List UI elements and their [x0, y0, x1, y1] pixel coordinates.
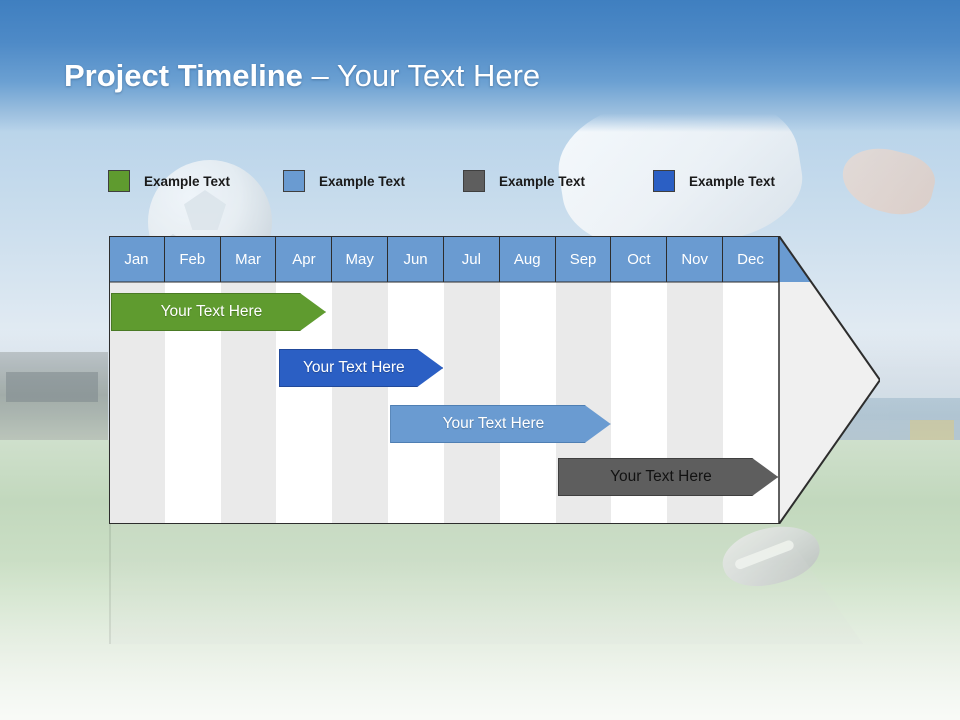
legend-green-swatch-icon — [108, 170, 130, 192]
month-header-sep[interactable]: Sep — [555, 236, 612, 282]
legend-dark-blue-swatch-icon — [653, 170, 675, 192]
title-light: Your Text Here — [336, 58, 541, 93]
timeline-bar-label: Your Text Here — [442, 415, 545, 432]
timeline-bar[interactable]: Your Text Here — [558, 458, 779, 496]
timeline-bar[interactable]: Your Text Here — [279, 349, 444, 387]
legend-item-label: Example Text — [689, 173, 776, 189]
timeline-bar-label: Your Text Here — [160, 303, 263, 320]
month-header-nov[interactable]: Nov — [667, 236, 724, 282]
legend-light-blue-swatch-icon — [283, 170, 305, 192]
month-header-arrow-wedge — [779, 236, 811, 282]
page-title: Project Timeline – Your Text Here — [64, 57, 540, 95]
month-header-dec[interactable]: Dec — [723, 236, 779, 282]
month-header-jun[interactable]: Jun — [388, 236, 444, 282]
timeline-bar-label: Your Text Here — [610, 468, 712, 485]
timeline-bar[interactable]: Your Text Here — [111, 293, 326, 331]
background-grass-fade — [0, 560, 960, 720]
legend-item: Example Text — [108, 168, 230, 194]
month-header-oct[interactable]: Oct — [611, 236, 668, 282]
title-band — [0, 0, 960, 132]
legend-item: Example Text — [653, 168, 775, 194]
legend-item: Example Text — [283, 168, 405, 194]
legend: Example Text Example Text Example Text Exam… — [0, 168, 960, 196]
legend-gray-swatch-icon — [463, 170, 485, 192]
month-header-mar[interactable]: Mar — [220, 236, 277, 282]
background-stand-left — [0, 352, 108, 448]
month-header-jan[interactable]: Jan — [109, 236, 165, 282]
title-strong: Project Timeline — [64, 58, 303, 93]
month-header-may[interactable]: May — [332, 236, 389, 282]
timeline-bar[interactable]: Your Text Here — [390, 405, 611, 443]
timeline-bar-label: Your Text Here — [303, 359, 405, 376]
month-header-feb[interactable]: Feb — [164, 236, 221, 282]
legend-item-label: Example Text — [319, 173, 406, 189]
legend-item-label: Example Text — [144, 173, 231, 189]
legend-item: Example Text — [463, 168, 585, 194]
month-header-aug[interactable]: Aug — [499, 236, 556, 282]
legend-item-label: Example Text — [499, 173, 586, 189]
month-header-jul[interactable]: Jul — [443, 236, 500, 282]
title-separator: – — [302, 58, 337, 93]
month-header-apr[interactable]: Apr — [276, 236, 333, 282]
